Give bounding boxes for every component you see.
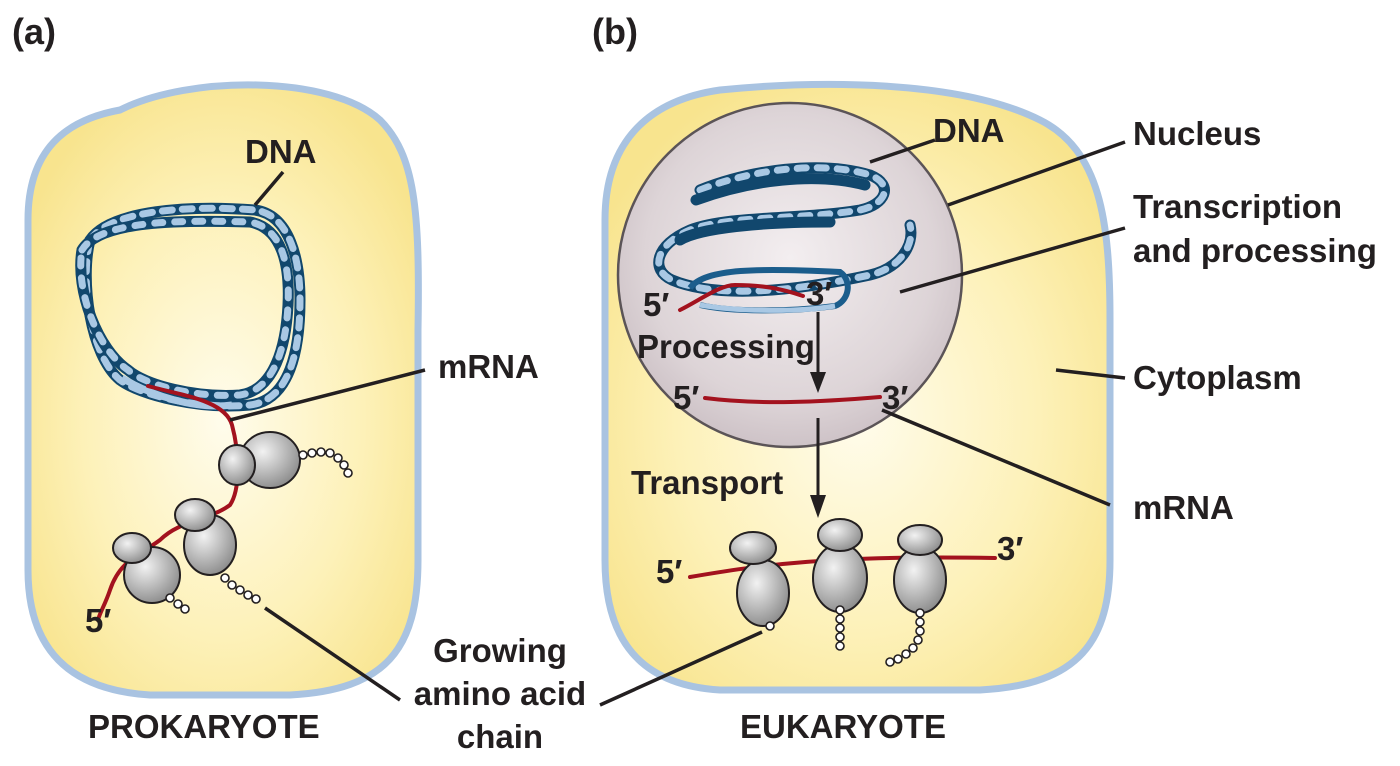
- eukaryote-chain-leader: [599, 630, 763, 707]
- prokaryote-dna-leader: [253, 170, 285, 207]
- transport-arrow: [810, 418, 826, 518]
- eukaryote-dna-label: DNA: [933, 112, 1005, 149]
- prokaryote-chain-leader: [264, 606, 401, 702]
- nuclear-transcript: [678, 282, 805, 312]
- prokaryote-mrna-label: mRNA: [438, 348, 539, 385]
- nuclear-five-prime: 5′: [643, 286, 669, 323]
- eukaryote-chain-2: [835, 605, 845, 651]
- cytoplasmic-five-prime: 5′: [656, 553, 682, 590]
- nucleus-leader: [947, 140, 1126, 207]
- transcription-label-line-1: Transcription: [1133, 188, 1342, 225]
- prokaryote-dna: [75, 202, 306, 412]
- processed-five-prime: 5′: [673, 379, 699, 416]
- eukaryote-mrna-leader: [881, 408, 1111, 507]
- prokaryote-dna-label: DNA: [245, 133, 317, 170]
- processed-three-prime: 3′: [882, 379, 908, 416]
- prokaryote-chain-1: [298, 447, 353, 478]
- prokaryote-chain-3: [165, 593, 190, 614]
- eukaryote-dna: [653, 162, 917, 314]
- nucleus-label: Nucleus: [1133, 115, 1261, 152]
- prokaryote-ribosome-2: [174, 498, 237, 576]
- eukaryote-panel: (b): [592, 11, 1377, 745]
- growing-chain-line-2: amino acid: [414, 675, 586, 712]
- eukaryote-ribosome-1: [729, 531, 790, 627]
- eukaryote-mrna-label: mRNA: [1133, 489, 1234, 526]
- eukaryote-ribosome-2: [812, 518, 868, 613]
- growing-chain-label: Growing amino acid chain: [414, 632, 586, 755]
- panel-b-label: (b): [592, 11, 638, 52]
- prokaryote-title: PROKARYOTE: [88, 708, 320, 745]
- processing-label: Processing: [637, 328, 815, 365]
- eukaryote-ribosome-3: [893, 524, 947, 614]
- eukaryote-chain-3: [885, 608, 925, 667]
- cytoplasm-label: Cytoplasm: [1133, 359, 1302, 396]
- eukaryote-chain-1: [765, 621, 775, 631]
- transport-label: Transport: [631, 464, 783, 501]
- processed-mrna: [703, 395, 882, 405]
- growing-chain-line-3: chain: [457, 718, 543, 755]
- cytoplasm-leader: [1055, 368, 1126, 380]
- growing-chain-line-1: Growing: [433, 632, 567, 669]
- prokaryote-panel: (a): [12, 11, 539, 745]
- prokaryote-chain-2: [220, 573, 261, 604]
- transcription-leader: [899, 226, 1126, 294]
- prokaryote-five-prime: 5′: [85, 602, 111, 639]
- cytoplasmic-three-prime: 3′: [997, 530, 1023, 567]
- prokaryote-ribosome-3: [112, 532, 181, 604]
- nuclear-three-prime: 3′: [806, 275, 832, 312]
- panel-a-label: (a): [12, 11, 56, 52]
- processing-arrow: [810, 312, 826, 393]
- prokaryote-ribosome-1: [218, 431, 301, 489]
- prokaryote-mrna-leader: [229, 368, 426, 422]
- eukaryote-title: EUKARYOTE: [740, 708, 946, 745]
- eukaryote-dna-leader: [869, 138, 936, 164]
- transcription-label-line-2: and processing: [1133, 232, 1377, 269]
